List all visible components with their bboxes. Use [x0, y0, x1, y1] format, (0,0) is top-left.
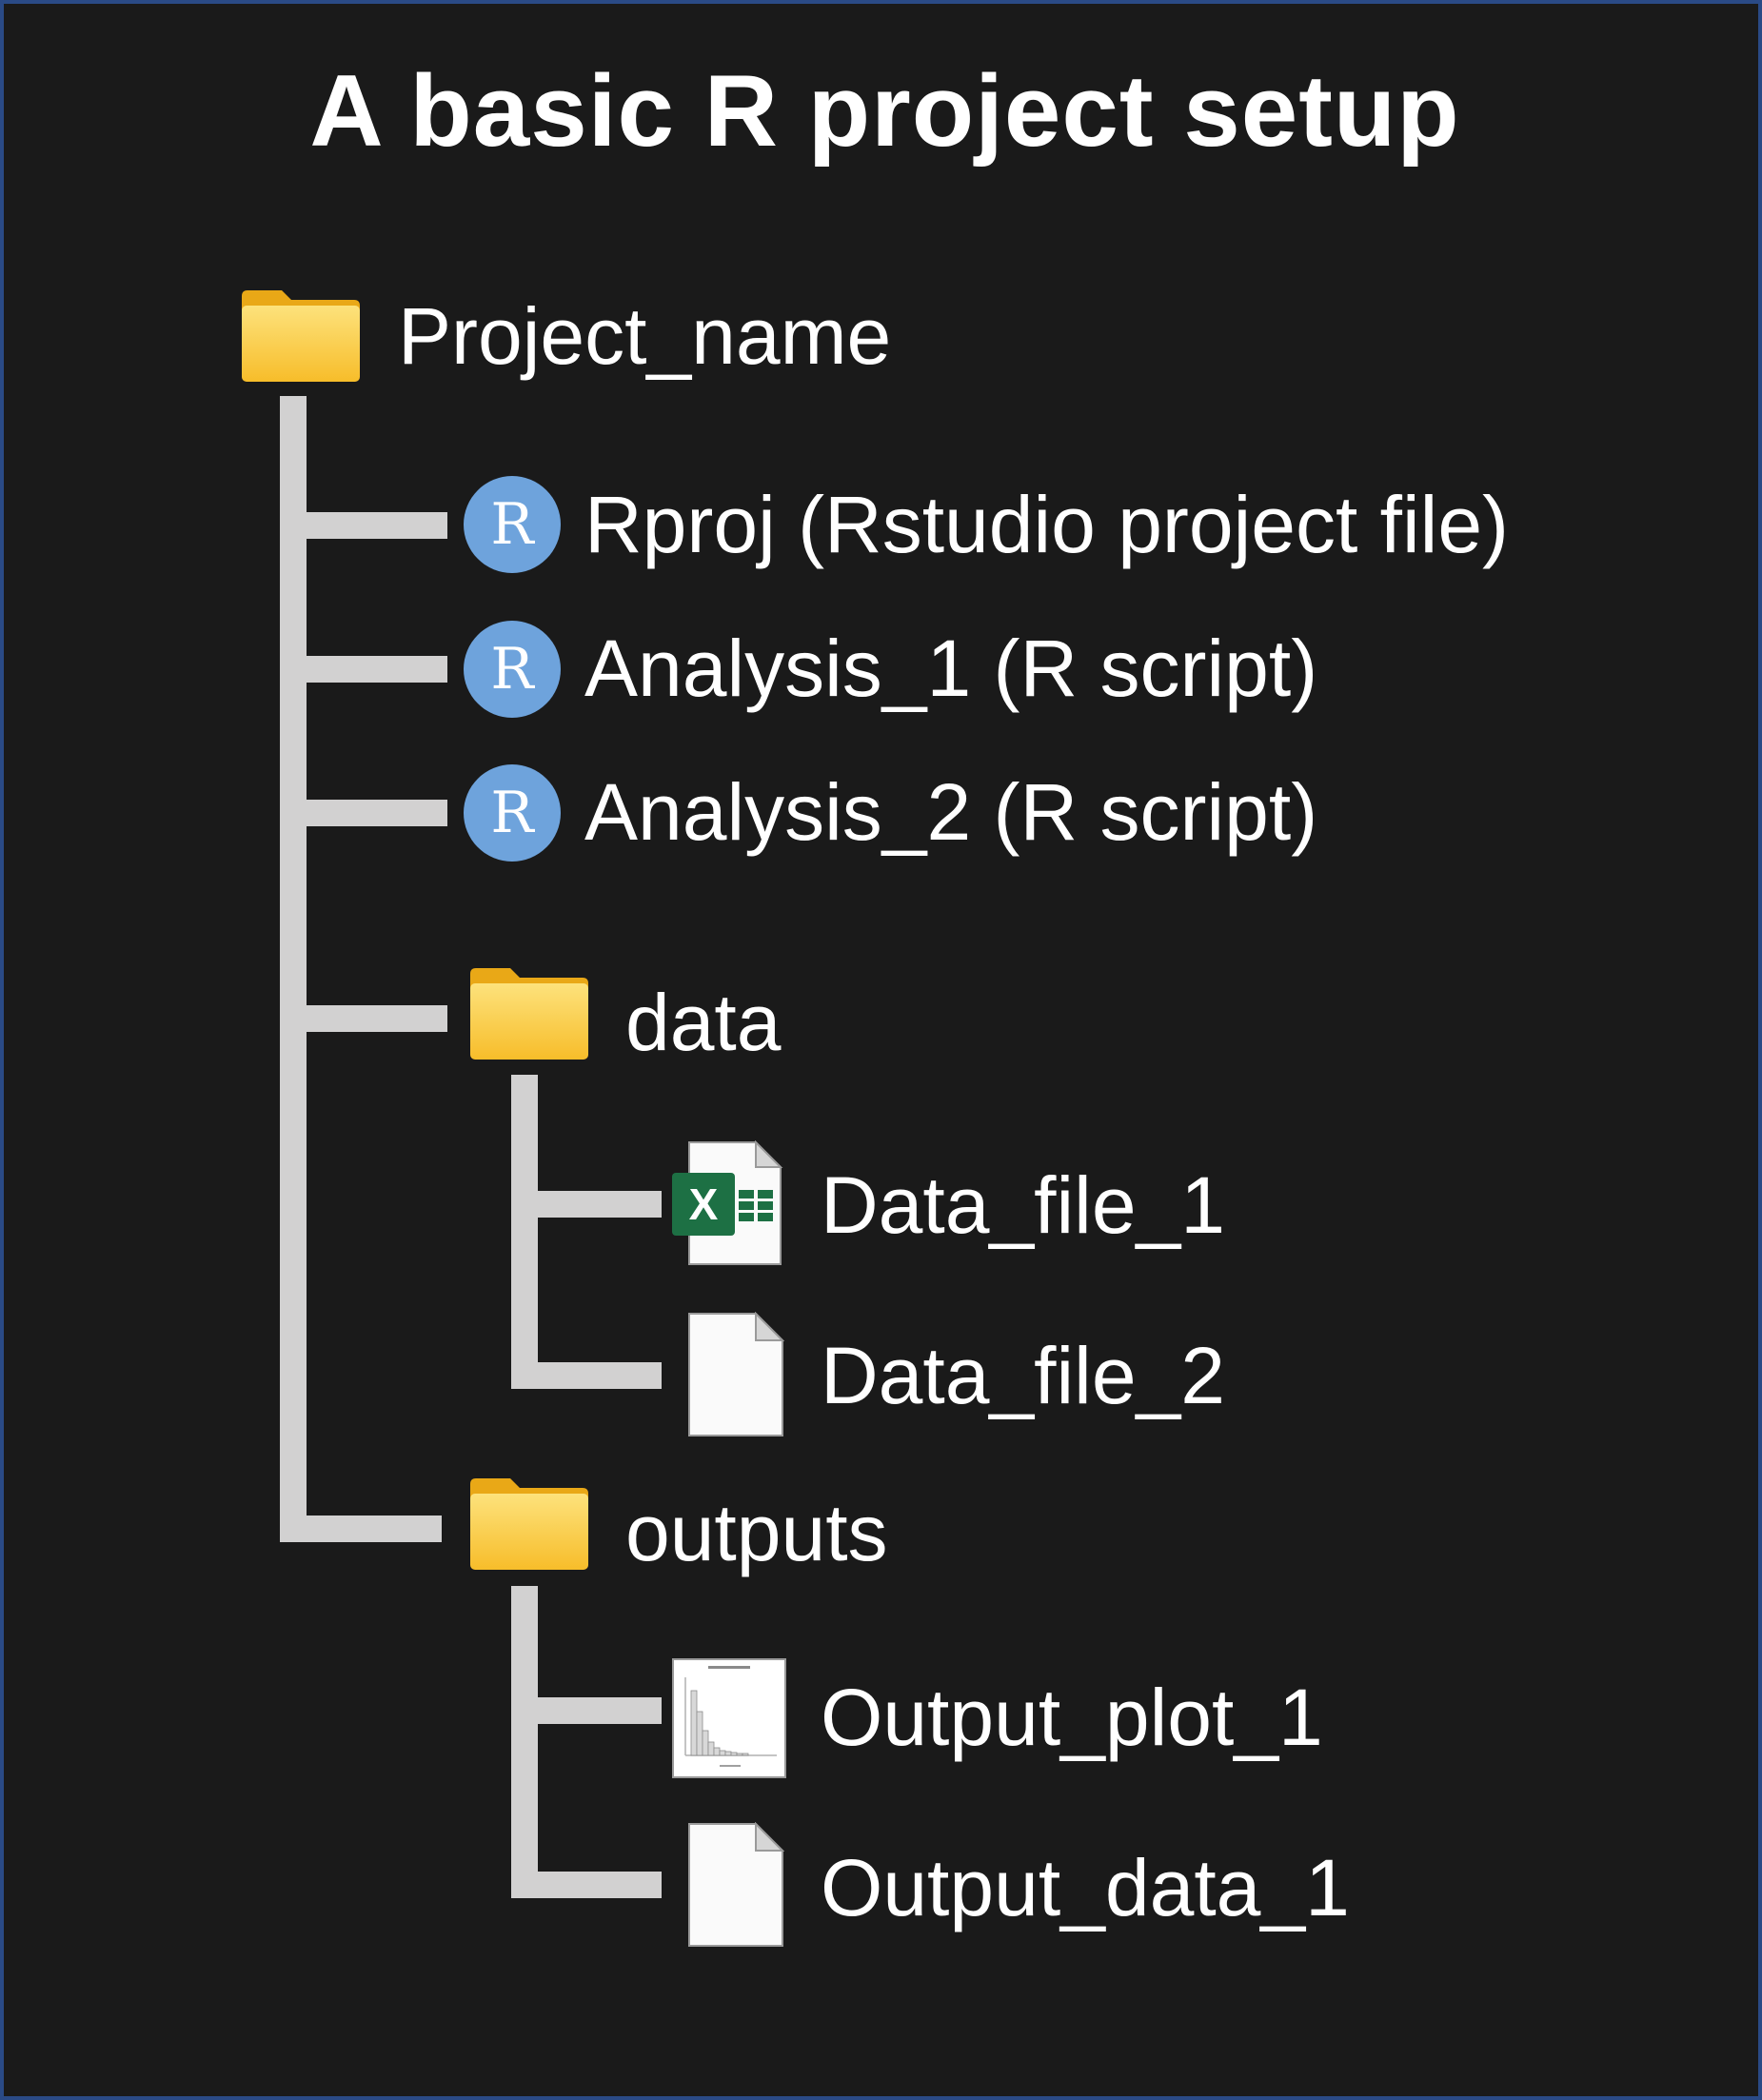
- blank-file-icon: [688, 1312, 784, 1436]
- data-file-1-label: Data_file_1: [821, 1160, 1225, 1250]
- folder-icon: [470, 1478, 588, 1570]
- analysis-2-label: Analysis_2 (R script): [584, 767, 1318, 857]
- data-file-2-label: Data_file_2: [821, 1331, 1225, 1420]
- r-icon: R: [464, 476, 561, 573]
- r-icon: R: [464, 621, 561, 718]
- r-icon: R: [464, 764, 561, 862]
- branch-analysis-1: [280, 656, 447, 683]
- folder-icon: [242, 290, 360, 382]
- branch-analysis-2: [280, 800, 447, 826]
- excel-file-icon: X: [672, 1140, 783, 1265]
- outputs-trunk-line: [511, 1586, 538, 1898]
- data-folder-label: data: [625, 978, 782, 1067]
- output-plot-1-label: Output_plot_1: [821, 1673, 1323, 1762]
- output-data-1-label: Output_data_1: [821, 1843, 1350, 1932]
- plot-thumbnail-icon: [672, 1658, 786, 1778]
- data-trunk-line: [511, 1075, 538, 1389]
- blank-file-icon: [688, 1822, 784, 1947]
- branch-data: [280, 1005, 447, 1032]
- branch-data-file-2: [511, 1362, 662, 1389]
- excel-x-glyph: X: [689, 1179, 719, 1229]
- branch-output-plot: [511, 1697, 662, 1724]
- branch-rproj: [280, 512, 447, 539]
- branch-data-file-1: [511, 1191, 662, 1218]
- rproj-label: Rproj (Rstudio project file): [584, 480, 1510, 569]
- folder-icon: [470, 968, 588, 1060]
- diagram-canvas: A basic R project setup Project_name R R…: [4, 4, 1758, 2096]
- diagram-title: A basic R project setup: [309, 53, 1460, 168]
- branch-outputs: [280, 1516, 442, 1542]
- root-folder-label: Project_name: [398, 291, 892, 381]
- analysis-1-label: Analysis_1 (R script): [584, 624, 1318, 713]
- branch-output-data: [511, 1872, 662, 1898]
- root-trunk-line: [280, 396, 307, 1538]
- outputs-folder-label: outputs: [625, 1488, 888, 1577]
